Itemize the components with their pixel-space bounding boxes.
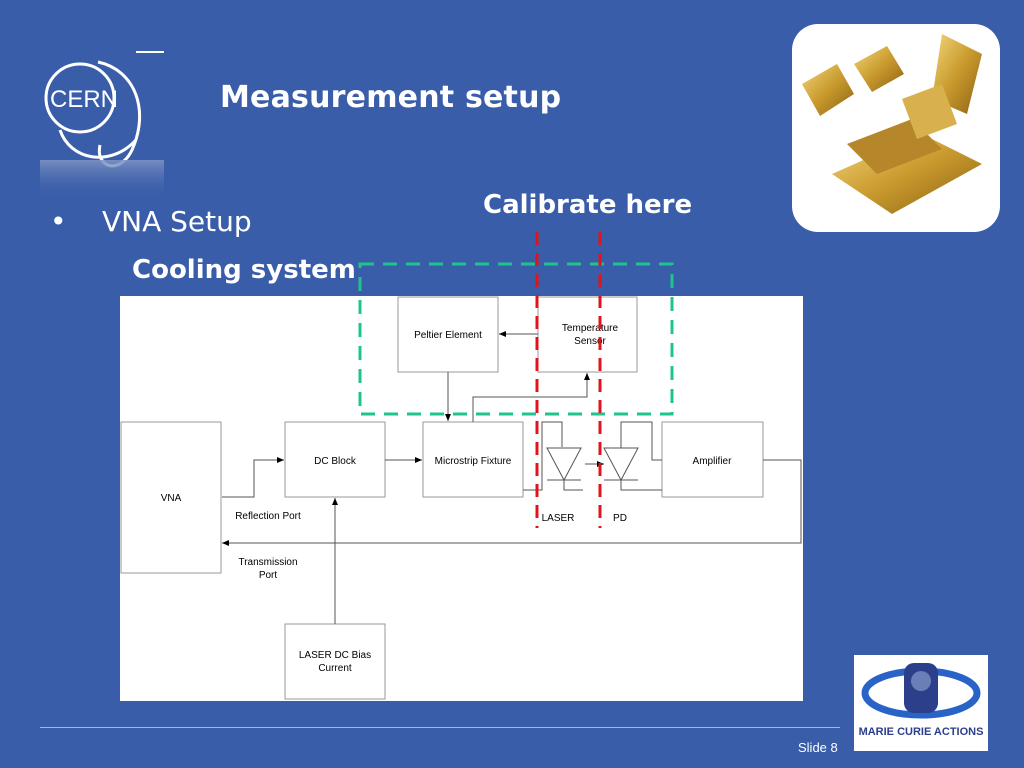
diagram-panel [120, 296, 803, 701]
cooling-system-label: Cooling system [132, 255, 356, 285]
slide-number: Slide 8 [798, 740, 838, 755]
bullet-item: • VNA Setup [50, 205, 252, 238]
bullet-text: VNA Setup [102, 205, 252, 238]
page-title: Measurement setup [220, 80, 562, 115]
cern-logo-text: CERN [50, 86, 118, 113]
marie-curie-text: MARIE CURIE ACTIONS [859, 726, 984, 738]
bullet-dot: • [50, 205, 67, 238]
cern-logo: CERN [40, 50, 164, 200]
fixture-photo [792, 24, 1000, 232]
marie-curie-logo: MARIE CURIE ACTIONS [854, 655, 988, 751]
footer-divider [40, 727, 840, 728]
calibrate-label: Calibrate here [483, 190, 693, 220]
